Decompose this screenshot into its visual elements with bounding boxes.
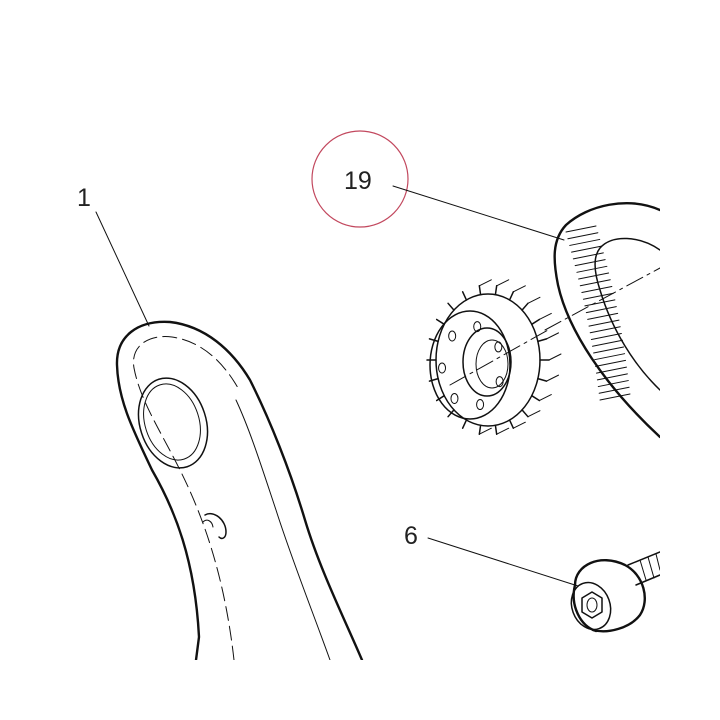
lever-arm-part [115,320,364,660]
pulley-tooth [494,285,498,296]
pulley-hole [494,341,503,353]
pulley-tooth [537,338,548,343]
belt-tooth [597,380,629,388]
belt-tooth [599,393,631,401]
pulley-hole [473,321,482,333]
pulley-hole [450,392,459,404]
callout-number-19: 19 [344,167,372,195]
belt-tooth [595,359,627,367]
pulley-tooth-edge [496,427,510,435]
pulley-tooth [530,394,541,402]
leader-line-1 [95,211,150,327]
belt-tooth [569,238,601,246]
belt-tooth [588,319,620,327]
pulley-tooth [461,291,468,301]
callout-number-1: 1 [77,184,91,212]
belt-tooth [571,245,603,253]
callout-19: 19 [311,130,565,241]
pulley-tooth-edge [496,279,510,287]
callout-1: 1 [77,184,150,327]
pulley-tooth [521,302,529,311]
pulley-tooth [508,291,515,301]
belt-tooth [584,299,616,307]
pulley-tooth [447,302,455,311]
pulley-tooth-edge [538,394,552,402]
pulley-tooth [537,377,548,382]
pulley-tooth-edge [546,332,560,340]
pulley-hole [476,399,485,411]
pulley-tooth [494,424,498,435]
belt-tooth [593,346,625,354]
pulley-tooth [508,419,515,429]
pulley-tooth [478,424,482,435]
pulley-tooth [530,318,541,326]
leader-line-6 [427,537,579,587]
pulley-tooth-edge [538,312,552,320]
belt-tooth [578,272,610,280]
belt-tooth [576,265,608,273]
pulley-hole [495,376,504,388]
pulley-hole [448,330,457,342]
pulley-tooth-edge [546,374,560,382]
belt-tooth [574,259,606,267]
belt-tooth [572,252,604,260]
belt-tooth [565,225,597,233]
pulley-tooth-edge [478,427,492,435]
belt-tooth [590,333,622,341]
pulley-tooth [435,318,446,326]
toothed-belt-part [544,202,660,439]
callout-number-6: 6 [404,522,418,550]
pulley-tooth [435,394,446,402]
toothed-pulley-part [426,279,562,435]
highlight-ring [311,130,409,228]
pulley-tooth-edge [512,285,526,293]
belt-tooth [582,292,614,300]
pulley-tooth [478,285,482,296]
pulley-tooth-edge [527,296,541,304]
pulley-tooth [461,419,468,429]
pulley-hole [438,362,447,374]
belt-tooth [579,279,611,287]
bolt-part [570,551,660,633]
belt-tooth [591,339,623,347]
pulley-tooth-edge [512,421,526,429]
callout-6: 6 [404,522,579,587]
belt-tooth [589,326,621,334]
belt-tooth [596,373,628,381]
belt-tooth [567,232,599,240]
belt-tooth [595,366,627,374]
belt-tooth [598,386,630,394]
pulley-tooth-edge [527,410,541,418]
belt-tooth [587,312,619,320]
pulley-tooth-edge [548,353,562,361]
belt-tooth [594,353,626,361]
pulley-tooth [521,409,529,418]
pulley-tooth-edge [478,279,492,287]
belt-tooth [585,306,617,314]
belt-tooth [581,285,613,293]
leader-line-19 [392,185,565,241]
